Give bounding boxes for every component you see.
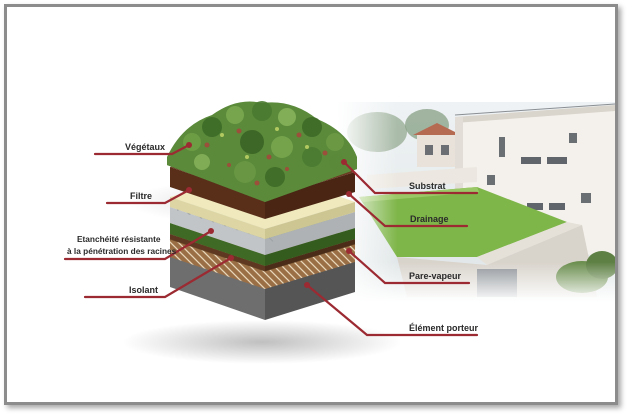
building-photo xyxy=(337,102,615,302)
label-filtre: Filtre xyxy=(130,191,152,201)
label-drainage: Drainage xyxy=(410,214,449,224)
label-etancheite-line1: Etanchéité résistante xyxy=(77,234,161,244)
stack-shadow xyxy=(122,320,402,364)
layer-vegetaux xyxy=(167,101,357,202)
label-substrat: Substrat xyxy=(409,181,446,191)
image-frame: Végétaux Filtre Etanchéité résistante à … xyxy=(4,4,618,405)
green-roof-diagram: Végétaux Filtre Etanchéité résistante à … xyxy=(63,101,615,364)
label-vegetaux: Végétaux xyxy=(125,142,165,152)
label-isolant: Isolant xyxy=(129,285,158,295)
label-element-porteur: Élément porteur xyxy=(409,323,479,333)
leader-lines xyxy=(63,143,479,337)
label-etancheite-line2: à la pénétration des racines xyxy=(67,246,177,256)
label-pare-vapeur: Pare-vapeur xyxy=(409,271,462,281)
layer-stack xyxy=(167,101,357,320)
